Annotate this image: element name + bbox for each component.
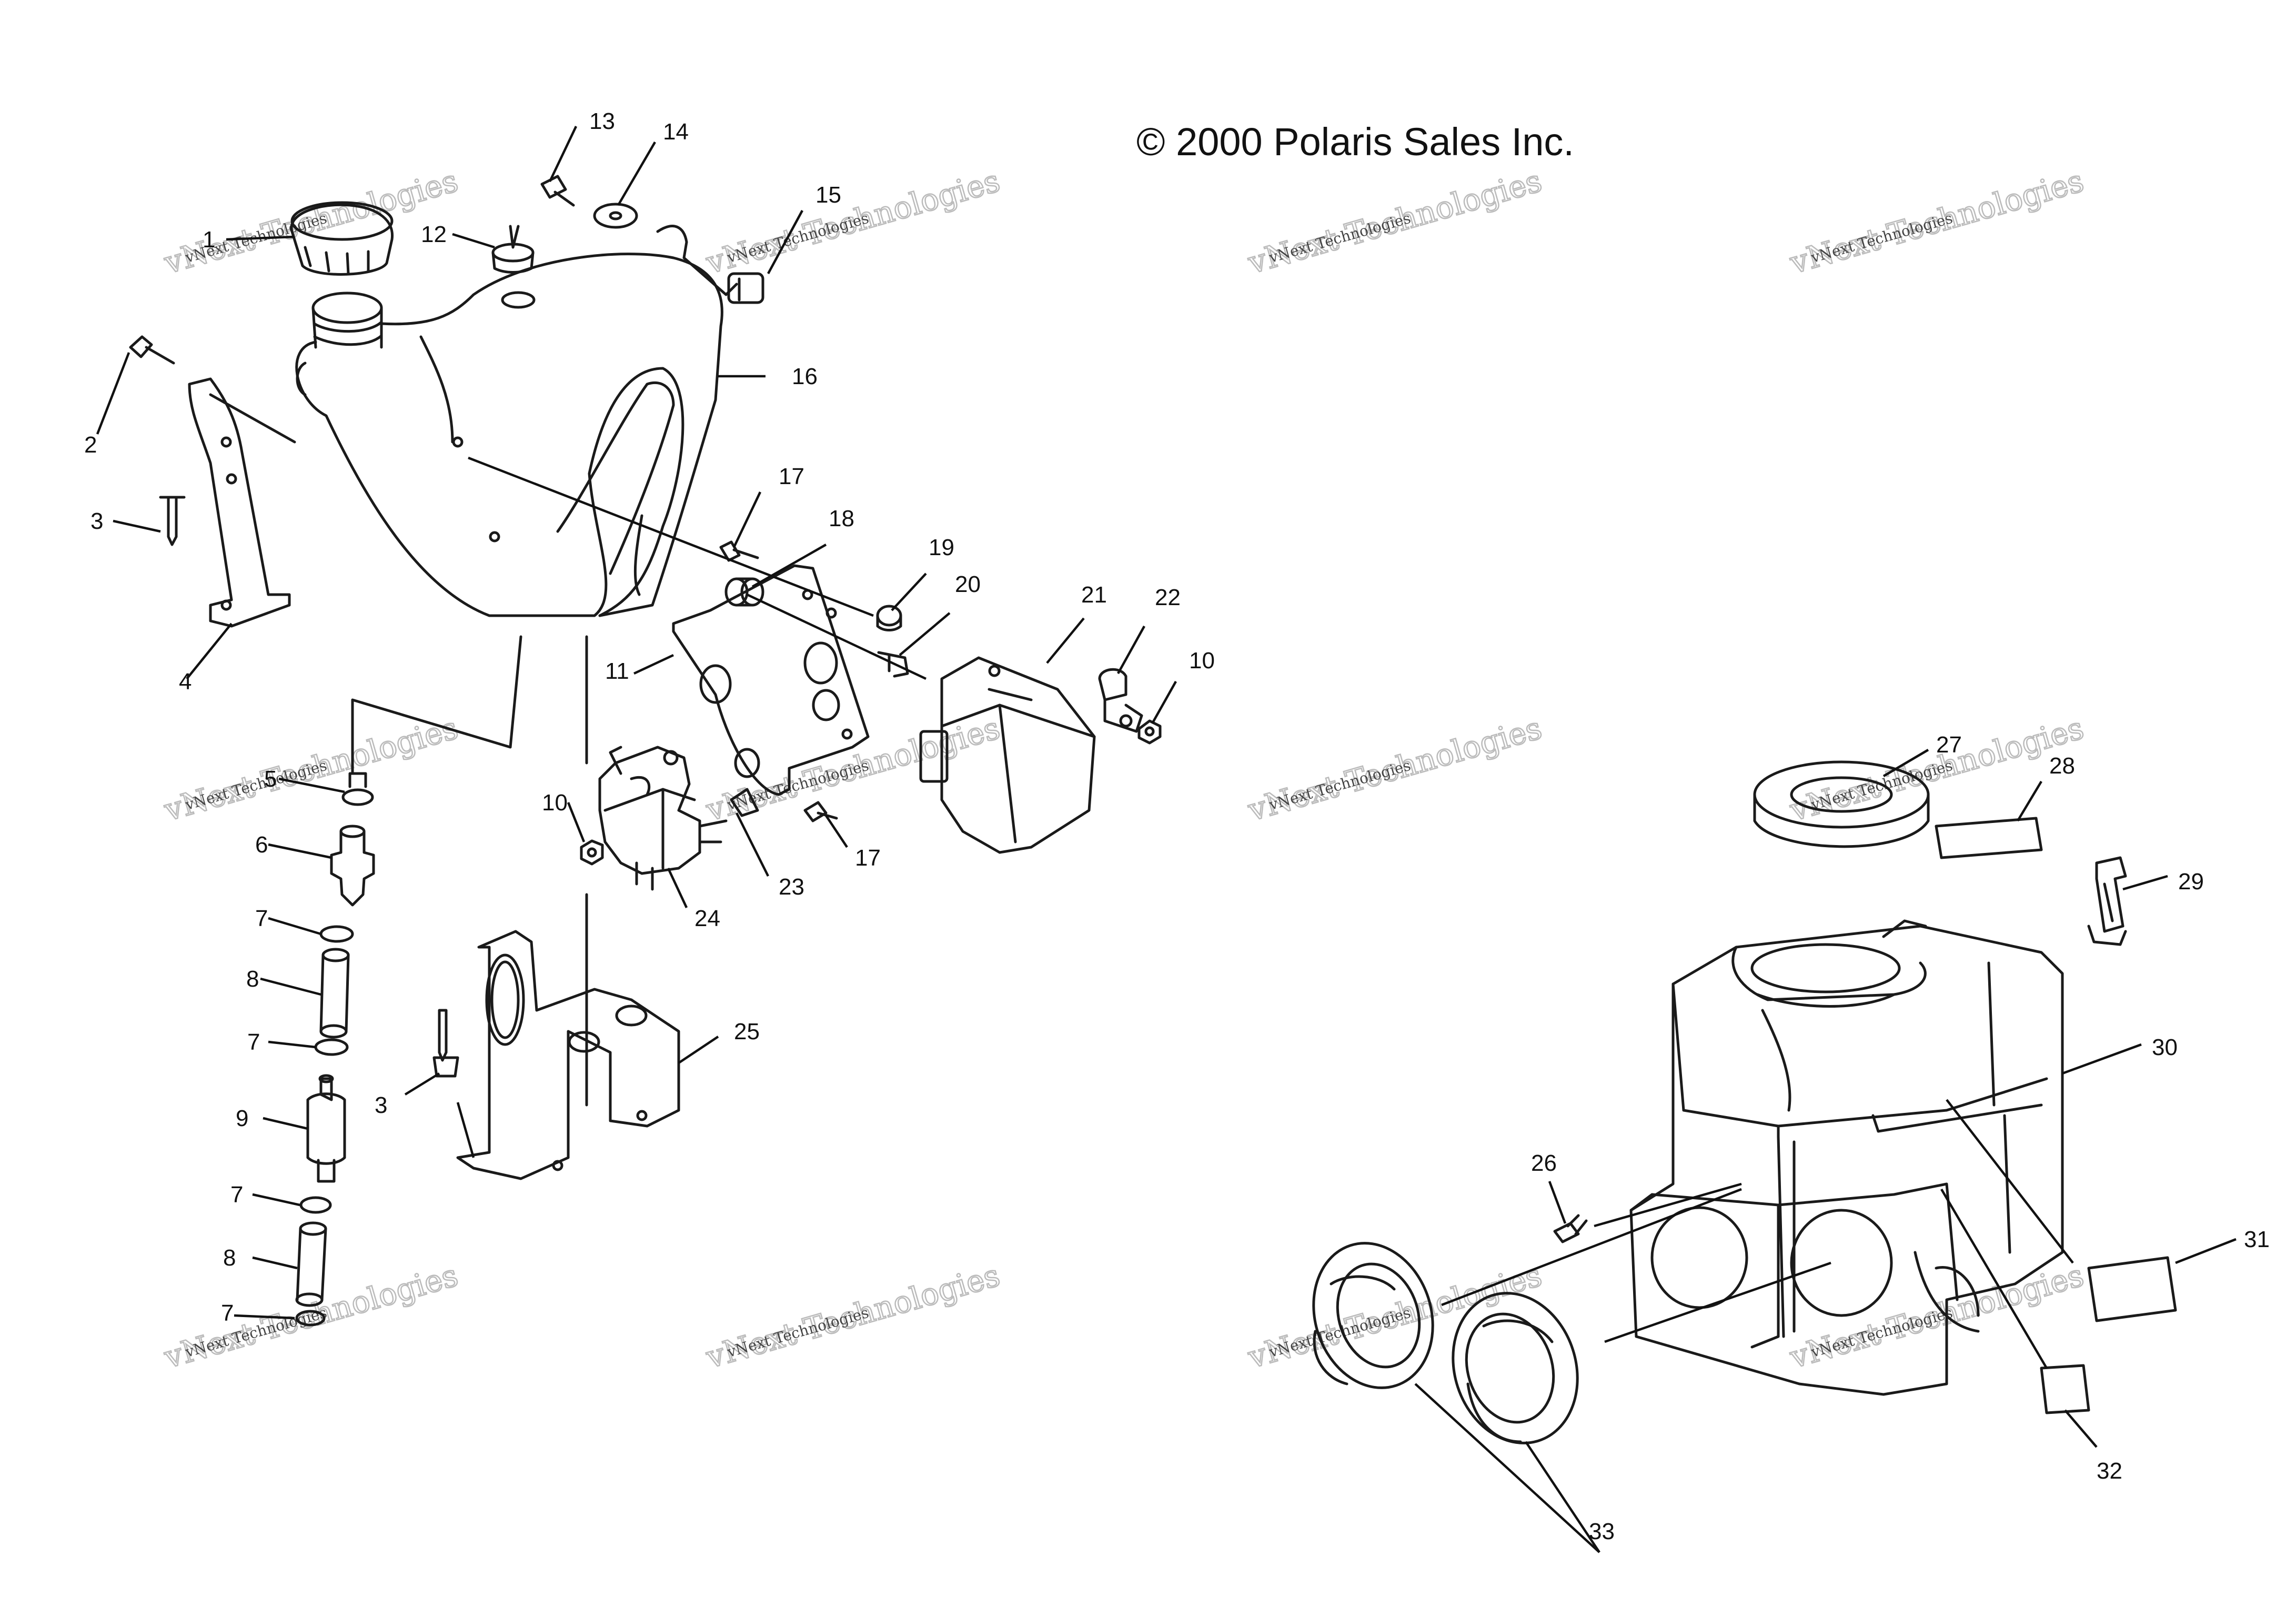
callout-14: 14 <box>663 119 689 145</box>
callout-20: 20 <box>955 571 981 597</box>
fuel-tank <box>295 253 723 617</box>
mount-plate <box>672 564 870 796</box>
callout-7: 7 <box>255 906 268 931</box>
watermark: vNext Technologies vNext Technologies <box>701 1257 1004 1376</box>
filter-ring <box>1753 760 1930 848</box>
latch-29 <box>2087 856 2127 946</box>
screw-3-lower <box>432 1009 459 1078</box>
callout-10: 10 <box>542 790 568 816</box>
callout-8: 8 <box>223 1245 236 1271</box>
fuel-line-tank-to-filter <box>351 635 522 775</box>
washer-14 <box>593 203 638 229</box>
callout-12: 12 <box>421 222 447 247</box>
bolt-13 <box>540 175 575 207</box>
spacer-18 <box>724 577 764 607</box>
watermark: vNext Technologies vNext Technologies <box>1243 162 1546 282</box>
label-31 <box>2087 1256 2177 1322</box>
callout-7: 7 <box>221 1300 234 1326</box>
callout-18: 18 <box>829 506 854 531</box>
label-28 <box>1935 817 2043 859</box>
watermark: vNext Technologies vNext Technologies <box>1785 1257 2088 1376</box>
watermark: vNext Technologies vNext Technologies <box>1243 1257 1546 1376</box>
filler-neck <box>311 292 383 349</box>
clip-23 <box>730 788 759 817</box>
bolt-2 <box>129 335 175 365</box>
leader-lines <box>96 126 2237 1553</box>
callout-28: 28 <box>2049 753 2075 779</box>
pump-bracket <box>456 930 680 1180</box>
callout-2: 2 <box>84 432 97 458</box>
callout-7: 7 <box>230 1182 243 1208</box>
watermark: vNext Technologies vNext Technologies <box>701 162 1004 282</box>
callout-9: 9 <box>236 1106 248 1131</box>
vent-fitting <box>491 225 536 309</box>
copyright-notice: © 2000 Polaris Sales Inc. <box>1136 120 1574 164</box>
callout-33: 33 <box>1589 1519 1615 1544</box>
callout-13: 13 <box>589 108 615 134</box>
callout-16: 16 <box>792 364 818 389</box>
bolt-20 <box>877 651 909 678</box>
callout-25: 25 <box>734 1019 760 1044</box>
intake-boot-left <box>1312 1242 1434 1389</box>
drain-fitting-26 <box>1553 1214 1588 1243</box>
connector-22 <box>1098 668 1143 733</box>
nut-10-lower <box>580 839 604 866</box>
callout-labels: 1 2 3 4 5 6 7 8 7 9 7 8 7 10 11 12 13 14… <box>84 108 2270 1544</box>
callout-31: 31 <box>2244 1227 2270 1252</box>
bolt-17 <box>719 540 759 562</box>
fuel-pump <box>598 746 728 891</box>
callout-15: 15 <box>815 182 841 208</box>
bolt-17-lower <box>803 801 838 822</box>
callout-17: 17 <box>855 845 881 871</box>
watermark: vNext Technologies vNext Technologies <box>159 1257 462 1376</box>
callout-32: 32 <box>2097 1458 2122 1484</box>
callout-26: 26 <box>1531 1150 1557 1176</box>
callout-29: 29 <box>2178 869 2204 895</box>
screw-3-upper <box>159 496 186 546</box>
fitting-5 <box>341 772 374 806</box>
callout-1: 1 <box>203 227 215 253</box>
watermark: vNext Technologies vNext Technologies <box>159 709 462 829</box>
watermarks: vNext Technologies vNext Technologies vN… <box>159 162 2088 1376</box>
callout-19: 19 <box>929 535 954 560</box>
spacer-19 <box>876 605 902 631</box>
callout-22: 22 <box>1155 585 1181 610</box>
tank-bracket <box>188 377 296 628</box>
callout-21: 21 <box>1081 582 1107 608</box>
label-32 <box>2040 1364 2090 1414</box>
fuel-cap <box>290 201 394 276</box>
callout-24: 24 <box>694 906 720 931</box>
fuel-hose-upper <box>319 948 350 1039</box>
intake-boot-right <box>1452 1292 1579 1444</box>
fuel-hose-lower <box>295 1221 327 1307</box>
callout-6: 6 <box>255 832 268 858</box>
callout-30: 30 <box>2152 1035 2178 1060</box>
callout-5: 5 <box>264 766 277 792</box>
fuel-filter <box>306 1074 346 1183</box>
callout-4: 4 <box>179 669 192 695</box>
nut-10-upper <box>1137 719 1162 745</box>
callout-17: 17 <box>779 464 804 489</box>
watermark: vNext Technologies vNext Technologies <box>1243 709 1546 829</box>
callout-10: 10 <box>1189 648 1215 674</box>
callout-23: 23 <box>779 874 804 900</box>
strap-clip <box>656 225 764 304</box>
callout-11: 11 <box>605 658 629 684</box>
callout-8: 8 <box>246 966 259 992</box>
callout-3: 3 <box>375 1092 387 1118</box>
callout-3: 3 <box>90 508 103 534</box>
watermark: vNext Technologies vNext Technologies <box>1785 162 2088 282</box>
callout-27: 27 <box>1936 732 1962 758</box>
cdi-module <box>919 656 1096 854</box>
callout-7: 7 <box>247 1029 260 1055</box>
fitting-6 <box>330 825 375 907</box>
